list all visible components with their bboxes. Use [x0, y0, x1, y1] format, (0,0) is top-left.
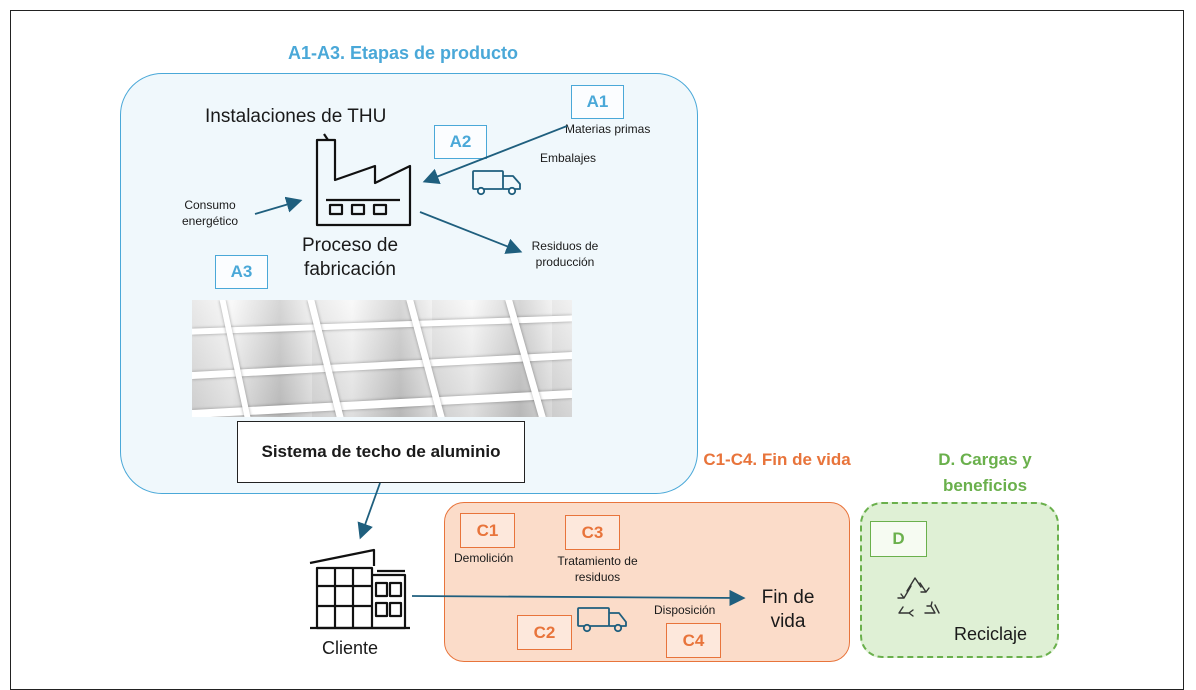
- a2-label: A2: [434, 125, 487, 159]
- production-waste-line1: Residuos de: [531, 239, 599, 253]
- c1-label: C1: [460, 513, 515, 548]
- c3-label: C3: [565, 515, 620, 550]
- energy-label-line1: Consumo: [184, 198, 236, 212]
- d-label: D: [870, 521, 927, 557]
- process-label-line1: Proceso de: [301, 235, 399, 256]
- recycling-label: Reciclaje: [954, 624, 1028, 644]
- ceiling-grid-image: [192, 300, 572, 417]
- a3-label: A3: [215, 255, 268, 289]
- end-of-life-line2: vida: [770, 611, 806, 632]
- a1-label: A1: [571, 85, 624, 119]
- waste-treatment-line1: Tratamiento de: [557, 554, 638, 568]
- disposal-label: Disposición: [654, 603, 716, 617]
- product-box: Sistema de techo de aluminio: [237, 421, 525, 483]
- end-of-life-line1: Fin de: [761, 587, 815, 608]
- c4-label: C4: [666, 623, 721, 658]
- demolition-label: Demolición: [454, 551, 514, 565]
- production-waste-line2: producción: [535, 255, 595, 269]
- benefits-title: D. Cargas y beneficios: [938, 450, 1032, 495]
- customer-label: Cliente: [322, 638, 379, 658]
- facility-label: Instalaciones de THU: [205, 106, 387, 127]
- energy-label-line2: energético: [181, 214, 239, 228]
- energy-label: Consumo energético: [160, 197, 260, 229]
- packaging-label: Embalajes: [540, 151, 597, 165]
- process-label: Proceso de fabricación: [280, 234, 420, 282]
- waste-treatment-label: Tratamiento de residuos: [540, 553, 655, 585]
- end-of-life-label: Fin de vida: [748, 586, 828, 634]
- diagram-canvas: A1-A3. Etapas de producto C1-C4. Fin de …: [10, 10, 1184, 690]
- raw-materials-label: Materias primas: [565, 122, 651, 136]
- waste-treatment-line2: residuos: [574, 570, 621, 584]
- production-waste-label: Residuos de producción: [505, 238, 625, 270]
- end-of-life-title: C1-C4. Fin de vida: [703, 450, 851, 469]
- process-label-line2: fabricación: [304, 259, 396, 280]
- product-stage-title: A1-A3. Etapas de producto: [288, 43, 519, 63]
- c2-label: C2: [517, 615, 572, 650]
